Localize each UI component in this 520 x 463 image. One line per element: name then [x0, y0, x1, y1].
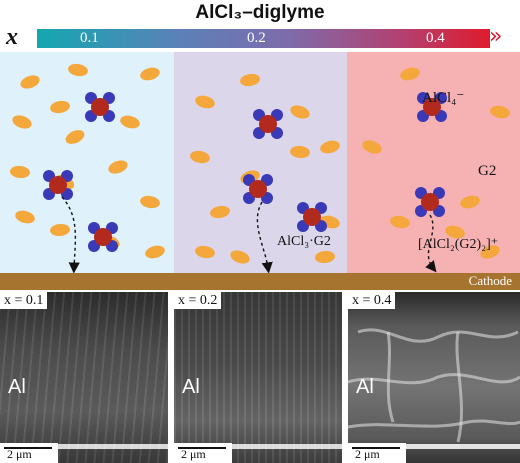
tick-0-2: 0.2: [247, 30, 266, 46]
scale-bar: 2 μm: [174, 443, 232, 463]
aluminum-atom: [91, 98, 109, 116]
tick-0-4: 0.4: [426, 30, 445, 46]
sem-tag: x = 0.4: [348, 292, 396, 309]
g2-solvent-molecules: [10, 63, 510, 264]
deposition-arrows: [61, 196, 437, 273]
cathode-bar: Cathode: [0, 273, 520, 290]
g2-molecule: [50, 223, 70, 237]
g2-molecule: [10, 165, 30, 179]
g2-molecule: [445, 225, 465, 239]
g2-molecule: [195, 245, 215, 259]
g2-molecule: [20, 75, 40, 89]
scale-label: 2 μm: [7, 447, 32, 461]
g2-molecule: [120, 115, 140, 129]
g2-molecule: [140, 195, 160, 209]
ion-cluster: [88, 222, 118, 252]
cathode-label: Cathode: [468, 273, 512, 288]
sem-image-x-0-1: x = 0.1 Al 2 μm: [0, 292, 168, 463]
g2-molecule: [400, 67, 420, 81]
ion-cluster: [297, 202, 327, 232]
ion-cluster: [417, 92, 447, 122]
tick-0-1: 0.1: [80, 30, 99, 46]
sem-tag: x = 0.2: [174, 292, 222, 309]
g2-molecule: [195, 95, 215, 109]
sem-image-x-0-2: x = 0.2 Al 2 μm: [174, 292, 342, 463]
g2-molecule: [290, 105, 310, 119]
sem-tag: x = 0.1: [0, 292, 48, 309]
molecule-illustration: AlCl₄⁻ G2 AlCl₃·G2 [AlCl₂(G2)₂]⁺: [10, 63, 510, 273]
aluminum-atom: [49, 176, 67, 194]
g2-molecule: [65, 130, 85, 144]
scale-bar: 2 μm: [0, 443, 58, 463]
aluminum-atom: [421, 193, 439, 211]
figure-title: AlCl₃–diglyme: [195, 2, 325, 23]
complex-cation-label: [AlCl₂(G2)₂]⁺: [418, 237, 498, 252]
g2-molecule: [50, 100, 70, 114]
alcl3-g2-label: AlCl₃·G2: [277, 234, 331, 249]
g2-molecule: [145, 245, 165, 259]
ion-cluster: [243, 174, 273, 204]
g2-label: G2: [478, 163, 496, 179]
double-arrow-icon: »: [489, 24, 503, 49]
ion-cluster: [43, 170, 73, 200]
aluminum-atom: [423, 98, 441, 116]
g2-molecule: [15, 210, 35, 224]
g2-molecule: [390, 215, 410, 229]
g2-molecule: [320, 140, 340, 154]
al-label: Al: [8, 376, 26, 398]
g2-molecule: [490, 105, 510, 119]
g2-molecule: [240, 73, 260, 87]
g2-molecule: [140, 67, 160, 81]
sem-image-x-0-4: x = 0.4 Al 2 μm: [348, 292, 520, 463]
g2-molecule: [12, 115, 32, 129]
g2-molecule: [362, 140, 382, 154]
g2-molecule: [230, 250, 250, 264]
alcl-ion-clusters: [43, 92, 447, 252]
ion-cluster: [253, 109, 283, 139]
grain-boundaries: [348, 328, 520, 443]
scale-label: 2 μm: [181, 447, 206, 461]
aluminum-atom: [259, 115, 277, 133]
ion-cluster: [85, 92, 115, 122]
g2-molecule: [68, 63, 88, 77]
g2-molecule: [460, 195, 480, 209]
g2-molecule: [210, 205, 230, 219]
g2-molecule: [290, 145, 310, 159]
g2-molecule: [315, 250, 335, 264]
g2-molecule: [190, 150, 210, 164]
aluminum-atom: [94, 228, 112, 246]
g2-molecule: [480, 245, 500, 259]
al-label: Al: [182, 376, 200, 398]
aluminum-atom: [303, 208, 321, 226]
x-axis-label: x: [6, 24, 18, 50]
g2-molecule: [108, 160, 128, 174]
al-label: Al: [356, 376, 374, 398]
aluminum-atom: [249, 180, 267, 198]
panel-low-concentration: [0, 52, 174, 273]
panel-high-concentration: [347, 52, 520, 273]
scale-label: 2 μm: [355, 447, 380, 461]
alcl4-label: AlCl₄⁻: [422, 90, 464, 106]
scale-bar: 2 μm: [348, 443, 406, 463]
concentration-gradient-bar: [37, 29, 490, 48]
ion-cluster: [415, 187, 445, 217]
